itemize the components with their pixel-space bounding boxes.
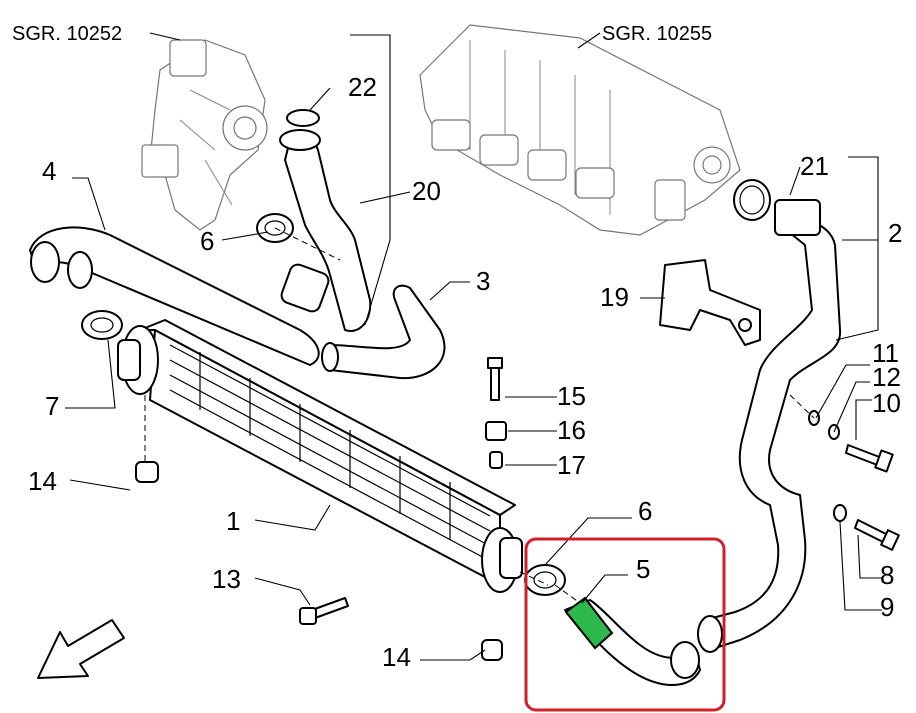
bolt-15 (487, 357, 503, 401)
callout-7: 7 (45, 391, 59, 421)
callout-3: 3 (476, 266, 490, 296)
hose-3 (321, 284, 446, 380)
callout-22: 22 (348, 72, 377, 102)
clamp-6-lower (524, 564, 566, 596)
hose-4 (29, 226, 320, 366)
front-direction-arrow-icon (37, 619, 125, 679)
spacer-16 (485, 421, 507, 441)
turbocharger-ghost (141, 39, 268, 231)
callout-13: 13 (212, 564, 241, 594)
callout-1: 1 (226, 506, 240, 536)
hose-2 (697, 199, 842, 653)
callout-11: 11 (872, 338, 899, 368)
callout-14-left: 14 (28, 466, 57, 496)
manifold-reference-label: SGR. 10255 (602, 23, 712, 45)
o-ring-22 (286, 109, 320, 127)
hose-20 (279, 129, 372, 332)
callout-4: 4 (42, 156, 56, 186)
callout-15: 15 (557, 381, 586, 411)
callout-9: 9 (880, 592, 894, 622)
callout-10: 10 (872, 388, 901, 418)
sleeve-17 (489, 451, 503, 469)
part-5-highlight-box (524, 537, 726, 712)
callout-5: 5 (636, 554, 650, 584)
callout-8: 8 (880, 560, 894, 590)
callout-19: 19 (600, 282, 629, 312)
clamp-7 (81, 310, 123, 340)
callout-6-lower: 6 (638, 496, 652, 526)
hose-5-highlight-fill (564, 596, 614, 650)
bolt-10 (845, 444, 894, 473)
hose-5[interactable] (564, 596, 701, 686)
callout-12: 12 (872, 362, 901, 392)
o-ring-21 (733, 179, 771, 221)
grommet-14-left (135, 461, 159, 483)
turbo-reference-label: SGR. 10252 (12, 23, 122, 45)
callout-6-upper: 6 (200, 226, 214, 256)
leader-lines (65, 32, 882, 661)
grommet-14-right (481, 639, 503, 661)
bolt-13 (299, 597, 349, 625)
callout-20: 20 (412, 176, 441, 206)
callout-21: 21 (800, 151, 829, 181)
callout-16: 16 (557, 415, 586, 445)
washer-9 (833, 504, 847, 522)
callout-14-right: 14 (382, 642, 411, 672)
callout-17: 17 (557, 450, 586, 480)
intake-manifold-ghost (419, 24, 741, 236)
bracket-19 (659, 259, 761, 346)
intercooler (117, 319, 523, 593)
callout-2: 2 (888, 218, 902, 248)
bolt-8 (854, 519, 900, 551)
